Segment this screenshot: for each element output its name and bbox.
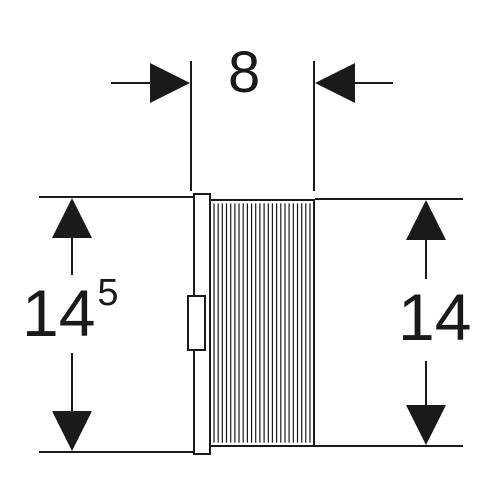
left-arrow-down — [52, 411, 92, 451]
width-arrow-right — [315, 63, 355, 103]
part-ribs — [213, 203, 311, 443]
part-tab — [187, 295, 206, 351]
right-arrow-up — [406, 200, 446, 240]
left-arrow-up — [52, 198, 92, 238]
left-height-superscript: 5 — [97, 272, 119, 314]
left-height-main: 14 — [22, 276, 96, 350]
width-dimension-label: 8 — [228, 40, 261, 105]
right-height-dimension-label: 14 — [398, 280, 472, 354]
right-arrow-down — [406, 405, 446, 445]
width-arrow-left — [150, 63, 190, 103]
left-height-dimension-label: 145 — [22, 274, 119, 346]
part-body — [209, 199, 315, 447]
